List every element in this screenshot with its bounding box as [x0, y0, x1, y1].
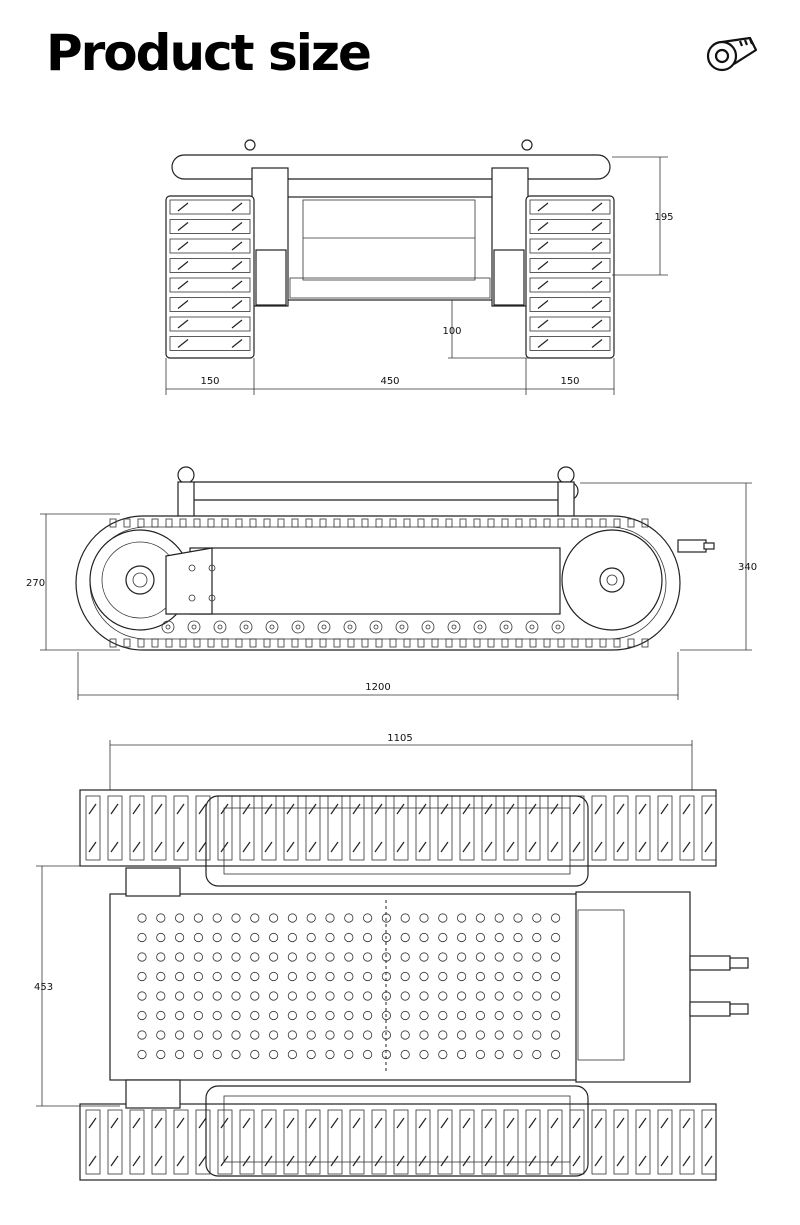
- dim-front-center: 450: [380, 376, 399, 387]
- top-connector-1: [689, 955, 731, 971]
- side-top-rail: [185, 481, 579, 501]
- side-body-panel: [189, 547, 561, 615]
- dim-front-height: 195: [654, 212, 673, 223]
- front-center-body: [285, 196, 495, 301]
- page-title: Product size: [46, 24, 372, 82]
- side-view-dimensions: [40, 482, 752, 700]
- dim-front-left-track: 150: [200, 376, 219, 387]
- measuring-tape-icon: [706, 36, 758, 72]
- top-rear-box: [575, 891, 691, 1083]
- top-upper-track: [79, 789, 717, 867]
- front-top-handle: [171, 154, 611, 180]
- dim-top-width: 453: [34, 982, 53, 993]
- top-view-dimensions: [36, 740, 693, 1107]
- top-lower-track: [79, 1103, 717, 1181]
- front-left-track: [165, 195, 255, 359]
- side-view-drawing: [75, 466, 715, 651]
- side-connector: [677, 539, 707, 553]
- dim-side-total-height: 340: [738, 562, 757, 573]
- dim-front-clearance: 100: [442, 326, 461, 337]
- dim-front-right-track: 150: [560, 376, 579, 387]
- top-connector-2: [689, 1001, 731, 1017]
- front-right-track: [525, 195, 615, 359]
- top-lower-frame: [205, 1085, 589, 1177]
- dim-side-track-height: 270: [26, 578, 45, 589]
- dim-top-body-length: 1105: [387, 733, 412, 744]
- top-upper-frame: [205, 795, 589, 887]
- top-deck-plate: [109, 893, 579, 1081]
- front-view-drawing: [165, 139, 615, 359]
- dim-side-length: 1200: [365, 682, 390, 693]
- top-view-drawing: [79, 789, 749, 1181]
- side-idler-wheel: [561, 529, 663, 631]
- front-view-dimensions: [165, 156, 668, 395]
